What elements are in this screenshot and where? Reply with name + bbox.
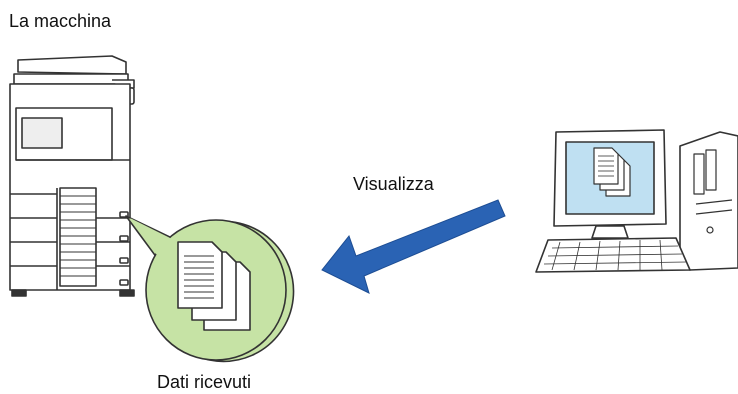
action-label: Visualizza — [353, 174, 434, 194]
received-data-label: Dati ricevuti — [157, 372, 252, 392]
arrow-left-icon — [321, 199, 506, 294]
copier-icon — [9, 55, 135, 297]
computer-icon — [535, 129, 738, 273]
machine-label: La macchina — [9, 11, 112, 31]
documents-icon — [177, 241, 251, 331]
